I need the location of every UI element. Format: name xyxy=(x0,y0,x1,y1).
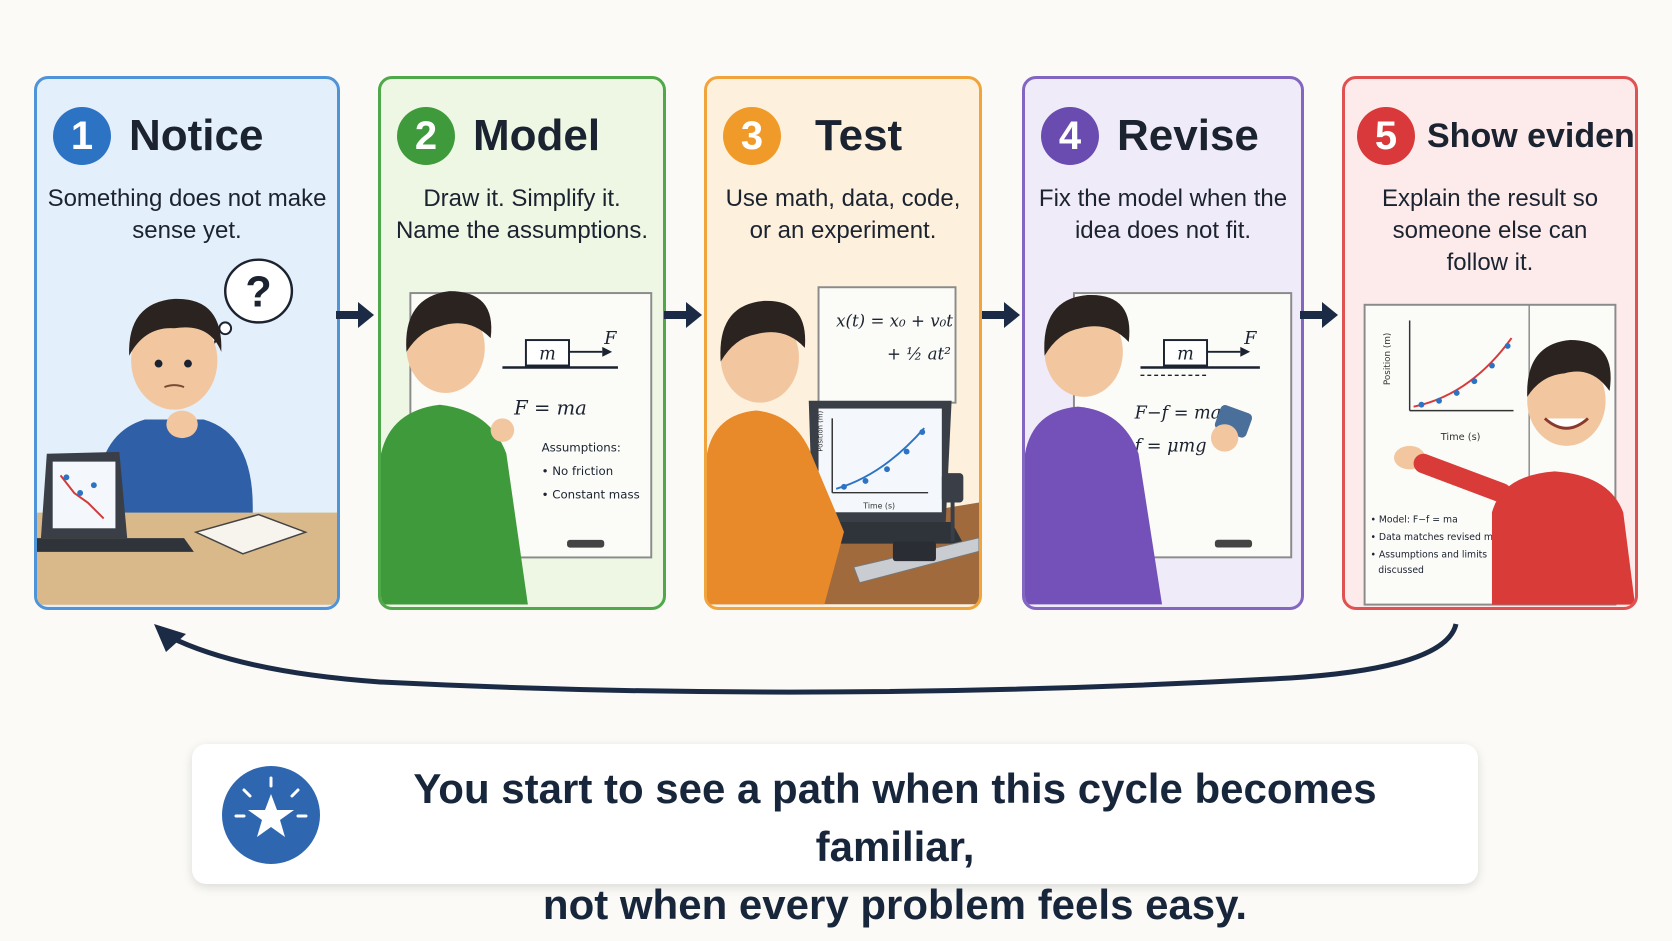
key-message-banner: You start to see a path when this cycle … xyxy=(192,744,1478,928)
thought-question-mark: ? xyxy=(245,269,271,317)
step-description: Explain the result so someone else can f… xyxy=(1381,185,1599,276)
model-force-label: F xyxy=(603,329,617,349)
step-test-header: 3 Test xyxy=(723,107,902,165)
step-number-badge: 3 xyxy=(723,107,781,165)
step-title: Show evidence xyxy=(1427,116,1635,155)
step-number-badge: 4 xyxy=(1041,107,1099,165)
key-message-line: not when every problem feels easy. xyxy=(542,881,1248,928)
step-title: Model xyxy=(473,111,601,160)
test-illustration: x(t) = x₀ + v₀t + ½ at² Position (m) Tim… xyxy=(707,286,979,605)
test-y-axis-label: Position (m) xyxy=(816,411,824,452)
step-description: Fix the model when the idea does not fit… xyxy=(1038,185,1288,244)
test-equation-line: + ½ at² xyxy=(887,345,951,364)
step-notice-header: 1 Notice xyxy=(53,107,263,165)
model-mass-label: m xyxy=(539,345,556,365)
model-equation: F = ma xyxy=(513,396,587,419)
step-title: Revise xyxy=(1117,111,1259,160)
star-icon xyxy=(222,766,320,864)
revise-equation-line: F−f = ma xyxy=(1134,403,1222,423)
evidence-x-axis-label: Time (s) xyxy=(1440,432,1481,443)
step-revise-header: 4 Revise xyxy=(1041,107,1259,165)
evidence-bullet: discussed xyxy=(1378,565,1424,576)
step-description: Draw it. Simplify it. Name the assumptio… xyxy=(395,185,649,244)
arrow-right-icon xyxy=(664,302,702,328)
step-title: Test xyxy=(815,111,903,160)
step-number-badge: 1 xyxy=(53,107,111,165)
model-assumptions-title: Assumptions: xyxy=(542,441,621,455)
step-model: m F F = ma Assumptions: • No friction • … xyxy=(378,76,666,610)
evidence-bullet: • Assumptions and limits xyxy=(1370,550,1487,561)
evidence-bullet: • Model: F−f = ma xyxy=(1370,514,1457,525)
step-revise: m F F−f = ma f = μmg 4 Revise Fix the mo… xyxy=(1022,76,1304,610)
model-illustration: m F F = ma Assumptions: • No friction • … xyxy=(381,291,653,605)
step-test: x(t) = x₀ + v₀t + ½ at² Position (m) Tim… xyxy=(704,76,982,610)
step-title: Notice xyxy=(129,111,264,160)
evidence-y-axis-label: Position (m) xyxy=(1383,333,1393,385)
revise-mass-label: m xyxy=(1177,345,1194,365)
step-number-badge: 5 xyxy=(1357,107,1415,165)
test-x-axis-label: Time (s) xyxy=(862,501,895,510)
step-description: Something does not make sense yet. xyxy=(47,185,327,244)
step-show-evidence-header: 5 Show evidence xyxy=(1357,107,1635,165)
revise-equation-line: f = μmg xyxy=(1133,437,1207,457)
revise-force-label: F xyxy=(1243,329,1257,349)
cycle-return-arrow xyxy=(154,623,1459,695)
arrow-right-icon xyxy=(1300,302,1338,328)
evidence-bullet: • Data matches revised model xyxy=(1370,532,1512,543)
step-number-badge: 2 xyxy=(397,107,455,165)
arrow-right-icon xyxy=(982,302,1020,328)
key-message-line: You start to see a path when this cycle … xyxy=(413,765,1377,870)
step-description: Use math, data, code, or an experiment. xyxy=(725,185,961,244)
test-equation-line: x(t) = x₀ + v₀t xyxy=(836,311,953,330)
model-assumption-item: • Constant mass xyxy=(542,488,640,502)
model-assumption-item: • No friction xyxy=(542,464,614,478)
key-message-text: You start to see a path when this cycle … xyxy=(352,760,1438,934)
revise-illustration: m F F−f = ma f = μmg xyxy=(1025,292,1293,605)
step-show-evidence: Position (m) Time (s) • Model: F−f = ma … xyxy=(1342,76,1638,610)
notice-illustration: ? xyxy=(37,258,337,605)
step-model-header: 2 Model xyxy=(397,107,600,165)
step-notice: ? 1 Notice Something does not make sense… xyxy=(34,76,340,610)
arrow-right-icon xyxy=(336,302,374,328)
evidence-illustration: Position (m) Time (s) • Model: F−f = ma … xyxy=(1363,303,1635,606)
